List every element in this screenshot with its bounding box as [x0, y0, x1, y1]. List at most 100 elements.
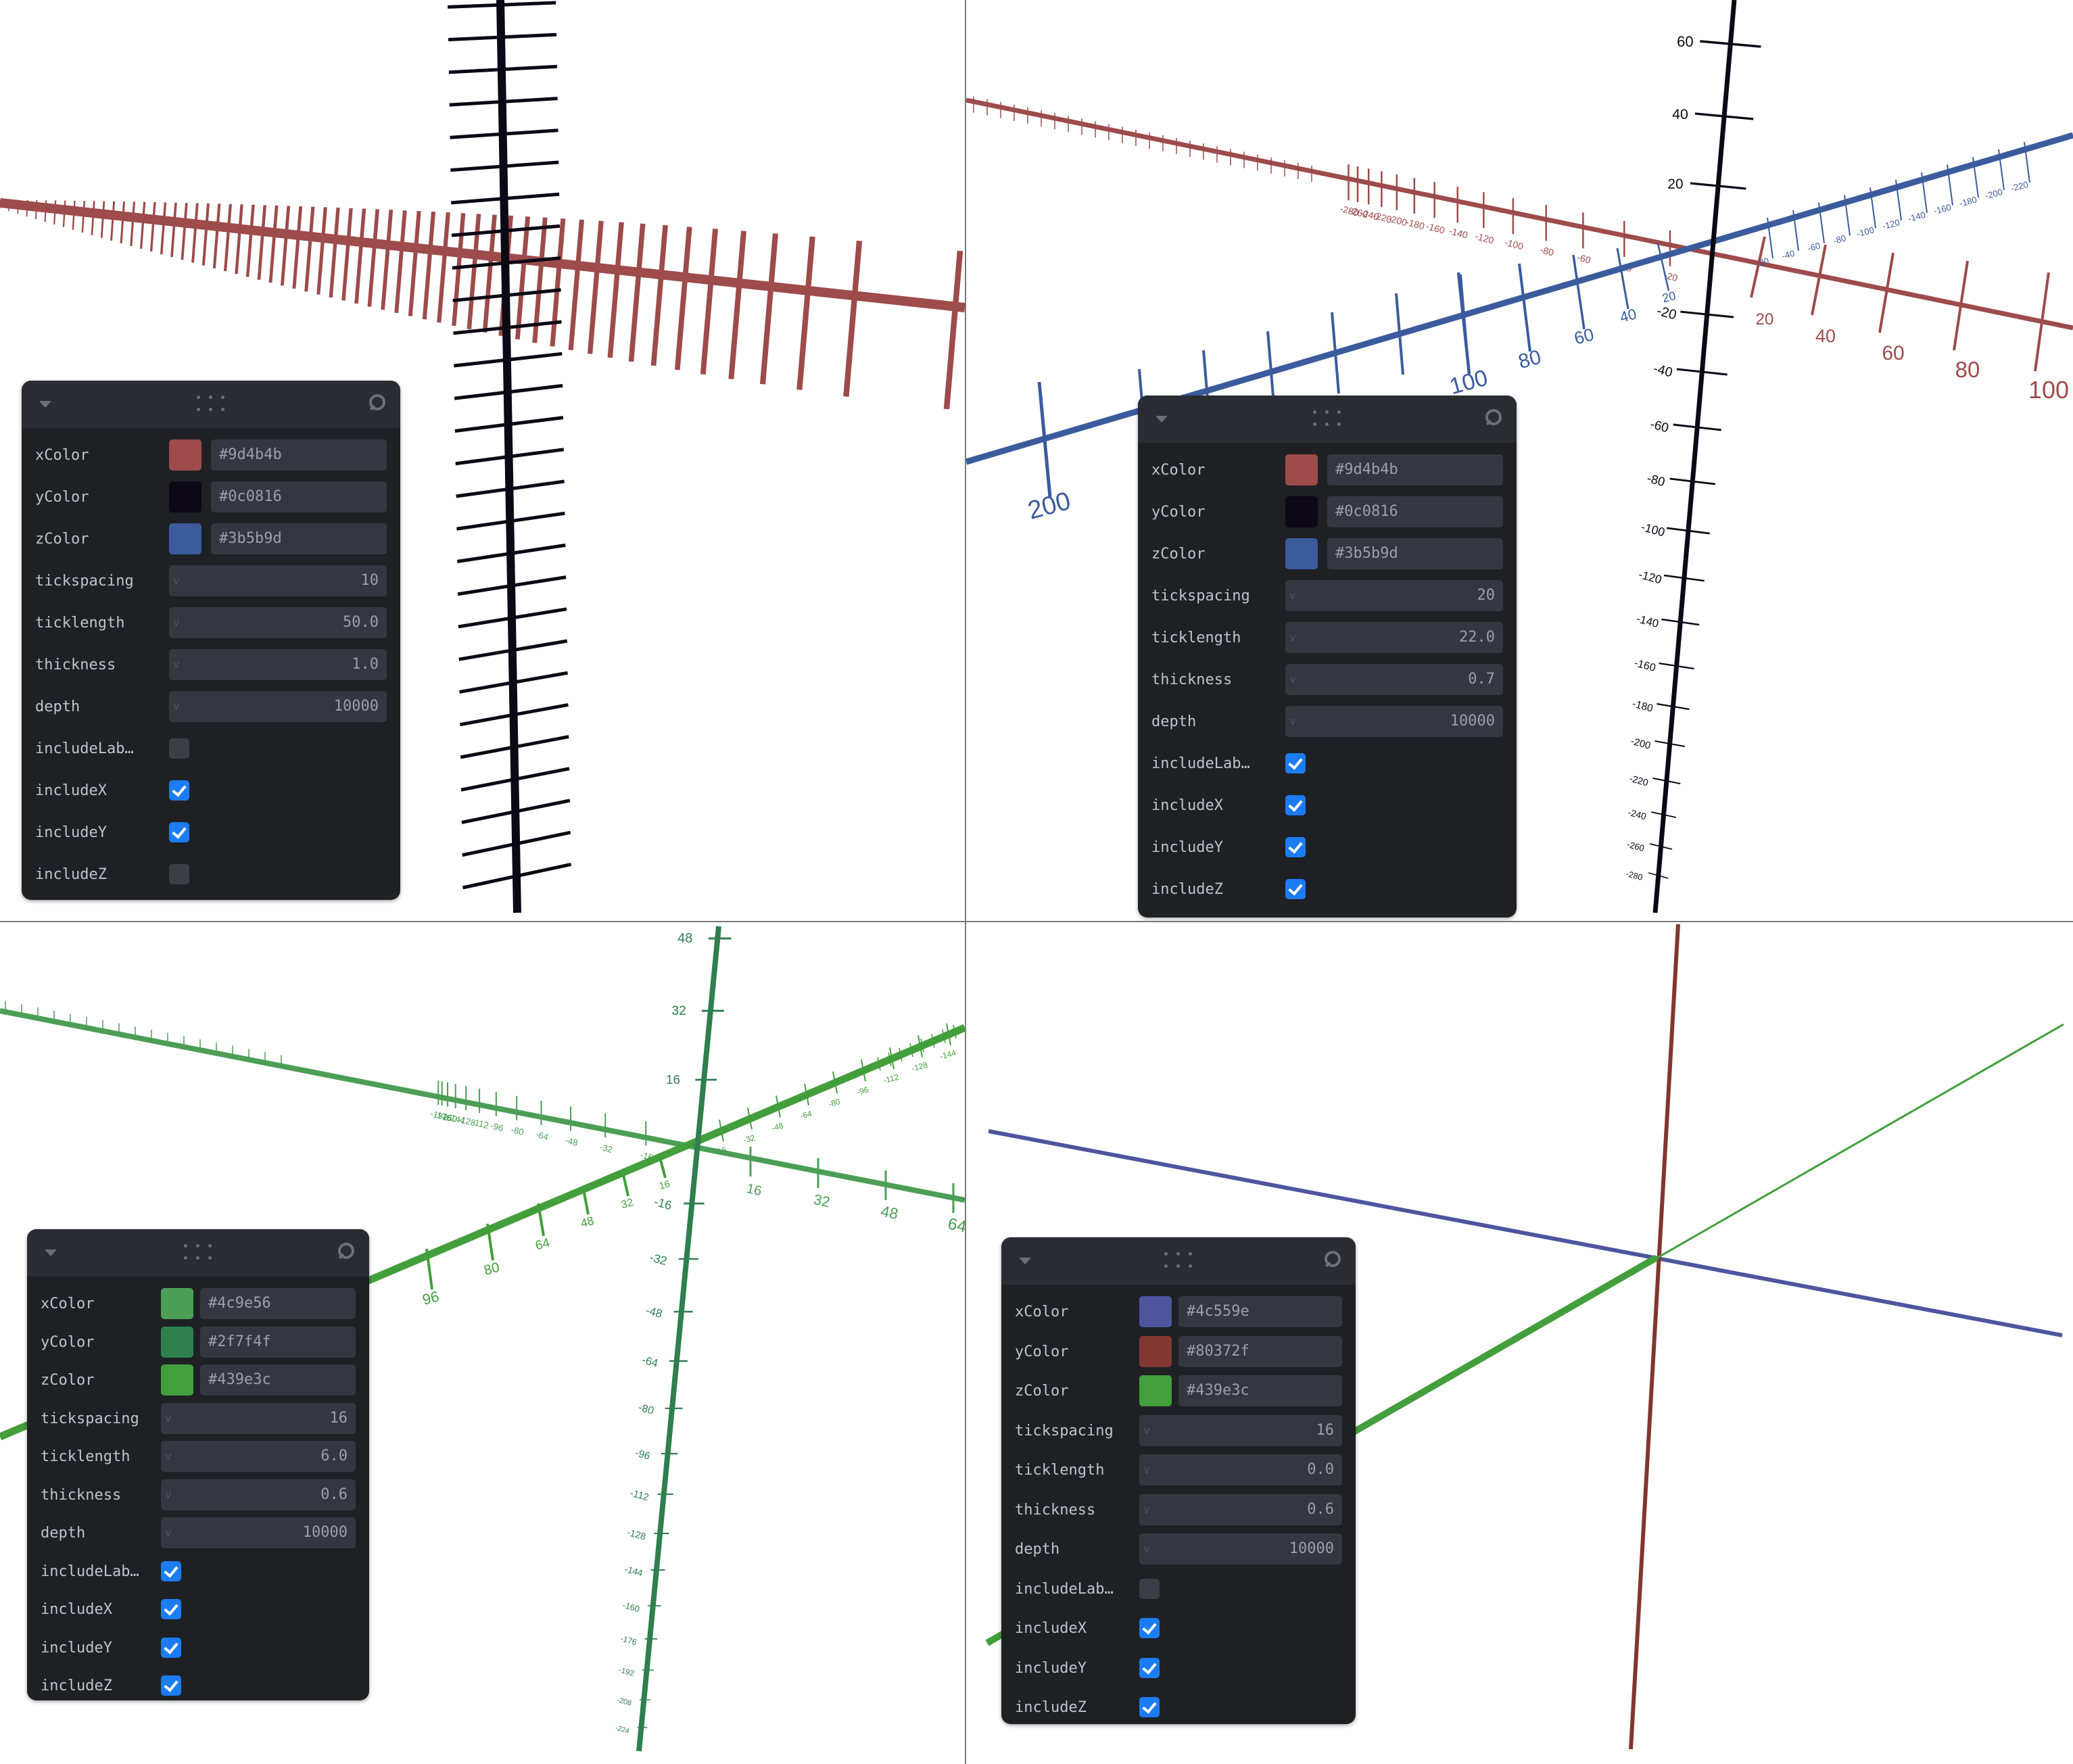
row-includey: includeY — [1138, 830, 1517, 865]
row-includex: includeX — [27, 1592, 369, 1627]
x-axis-tick-label: -48 — [564, 1135, 579, 1148]
includey-checkbox[interactable] — [1139, 1657, 1160, 1678]
includez-checkbox[interactable] — [1285, 879, 1306, 899]
y-axis-tick-label: -280 — [1625, 869, 1644, 882]
collapse-arrow-icon[interactable] — [1019, 1258, 1031, 1264]
panel-header[interactable] — [22, 381, 400, 428]
search-icon[interactable] — [1485, 409, 1502, 425]
panel-header[interactable] — [1138, 396, 1517, 443]
drag-handle-icon[interactable] — [1164, 1252, 1193, 1270]
includelabels-checkbox[interactable] — [1285, 753, 1306, 773]
z-axis-tick — [1767, 217, 1773, 259]
includez-checkbox[interactable] — [169, 864, 189, 884]
row-label: includeLab… — [41, 1563, 139, 1580]
search-icon[interactable] — [369, 394, 385, 410]
includez-checkbox[interactable] — [161, 1675, 181, 1696]
drag-handle-icon[interactable] — [197, 396, 225, 413]
includey-checkbox[interactable] — [169, 822, 189, 842]
collapse-arrow-icon[interactable] — [1155, 416, 1168, 423]
zcolor-swatch[interactable] — [1285, 538, 1318, 569]
zcolor-hex-input[interactable]: #3b5b9d — [1327, 538, 1503, 569]
includex-checkbox[interactable] — [1285, 795, 1306, 815]
y-axis-tick-label: 16 — [666, 1072, 680, 1087]
xcolor-swatch[interactable] — [1285, 454, 1318, 485]
includex-checkbox[interactable] — [161, 1599, 181, 1619]
row-includey: includeY — [22, 815, 400, 850]
y-axis-tick-label: -112 — [629, 1488, 650, 1504]
search-icon[interactable] — [1325, 1251, 1341, 1267]
drag-handle-icon[interactable] — [1313, 410, 1341, 428]
ycolor-swatch[interactable] — [169, 481, 201, 512]
ycolor-hex-input[interactable]: #0c0816 — [211, 481, 387, 512]
x-axis-tick-label: -180 — [1405, 216, 1426, 232]
collapse-arrow-icon[interactable] — [45, 1249, 57, 1256]
ycolor-swatch[interactable] — [1285, 496, 1318, 527]
xcolor-hex-input[interactable]: #4c9e56 — [200, 1288, 356, 1319]
x-axis-tick-label: -192 — [429, 1108, 449, 1122]
includelabels-checkbox[interactable] — [1139, 1578, 1160, 1599]
zcolor-swatch[interactable] — [169, 523, 201, 554]
zcolor-hex-input[interactable]: #439e3c — [200, 1364, 356, 1396]
y-axis-tick — [462, 862, 572, 890]
y-axis-tick — [454, 383, 563, 400]
xcolor-swatch[interactable] — [1139, 1296, 1172, 1327]
includelabels-checkbox[interactable] — [169, 738, 189, 759]
panel-header[interactable] — [27, 1229, 369, 1277]
row-includey: includeY — [1001, 1650, 1356, 1686]
z-axis-tick-label: -80 — [828, 1097, 842, 1109]
ycolor-hex-input[interactable]: #80372f — [1178, 1335, 1342, 1367]
drag-dot — [221, 408, 224, 411]
includey-checkbox[interactable] — [161, 1637, 181, 1658]
xcolor-swatch[interactable] — [161, 1288, 193, 1319]
drag-dot — [184, 1244, 187, 1247]
y-axis-tick-label: -208 — [616, 1696, 632, 1707]
ycolor-swatch[interactable] — [161, 1326, 193, 1358]
panel-header[interactable] — [1001, 1237, 1356, 1285]
z-axis-tick — [1657, 243, 1670, 291]
ycolor-hex-input[interactable]: #0c0816 — [1327, 496, 1503, 527]
zcolor-swatch[interactable] — [161, 1364, 193, 1396]
xcolor-hex-input[interactable]: #4c559e — [1178, 1296, 1342, 1327]
includex-checkbox[interactable] — [169, 780, 189, 801]
x-axis-tick — [759, 233, 779, 385]
drag-handle-icon[interactable] — [184, 1244, 212, 1262]
includez-checkbox[interactable] — [1139, 1697, 1160, 1717]
search-icon[interactable] — [338, 1243, 354, 1259]
ycolor-hex-input[interactable]: #2f7f4f — [200, 1326, 356, 1358]
includex-checkbox[interactable] — [1139, 1618, 1160, 1638]
zcolor-hex-input[interactable]: #3b5b9d — [211, 523, 387, 554]
z-axis-tick-label: -60 — [1807, 241, 1821, 254]
includey-checkbox[interactable] — [1285, 837, 1306, 857]
z-axis-tick-label: -80 — [1832, 233, 1847, 245]
zcolor-swatch[interactable] — [1139, 1375, 1172, 1406]
z-axis-tick — [1947, 164, 1953, 206]
ycolor-swatch[interactable] — [1139, 1335, 1172, 1367]
drag-dot — [1189, 1264, 1192, 1268]
xcolor-swatch[interactable] — [169, 439, 201, 471]
includelabels-checkbox[interactable] — [161, 1560, 181, 1581]
xcolor-hex-input[interactable]: #9d4b4b — [211, 439, 387, 471]
y-axis-tick — [457, 575, 567, 596]
collapse-arrow-icon[interactable] — [39, 401, 51, 408]
xcolor-hex-input[interactable]: #9d4b4b — [1327, 454, 1503, 485]
zcolor-hex-input[interactable]: #439e3c — [1178, 1375, 1342, 1406]
y-axis-tick — [1700, 40, 1761, 48]
row-includez: includeZ — [22, 857, 400, 892]
